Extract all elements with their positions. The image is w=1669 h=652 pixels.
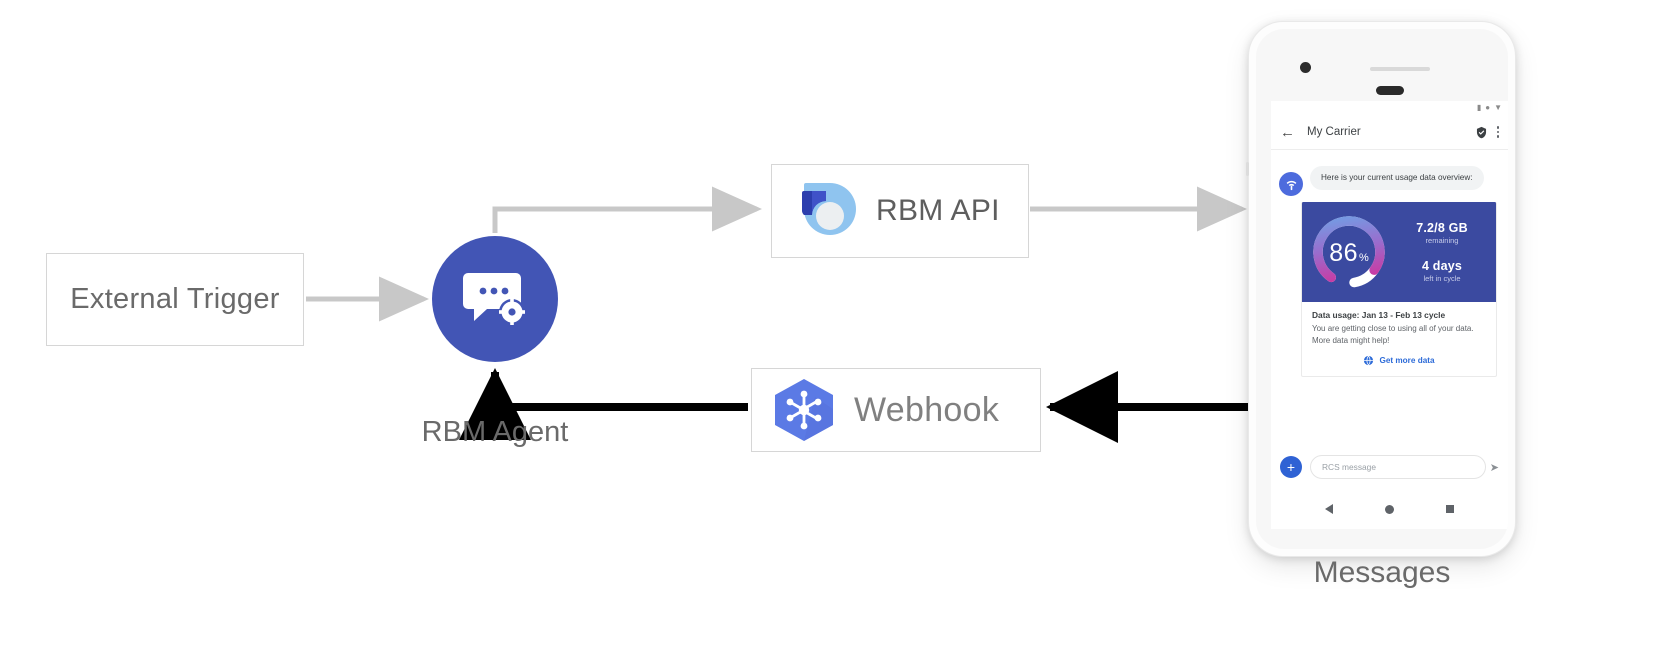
- rich-card-description: You are getting close to using all of yo…: [1312, 324, 1474, 345]
- webhook-node[interactable]: Webhook: [751, 368, 1041, 452]
- data-remaining-value: 7.2/8 GB: [1416, 221, 1468, 235]
- back-nav-icon[interactable]: [1325, 504, 1333, 514]
- webhook-label: Webhook: [854, 390, 1000, 429]
- device-bezel: ▮ ● ▼ ← My Carrier: [1256, 29, 1508, 549]
- chat-gear-icon: [463, 273, 525, 325]
- rcs-message-input[interactable]: RCS message: [1310, 455, 1486, 479]
- verified-shield-icon: [1476, 126, 1486, 138]
- device-side-button[interactable]: [1246, 162, 1249, 176]
- rich-card[interactable]: 86 % 7.2/8 GB remaining 4 days left in c…: [1301, 202, 1497, 377]
- rbm-api-logo-icon: [800, 183, 856, 235]
- recents-nav-icon[interactable]: [1446, 505, 1454, 513]
- battery-icon: ▼: [1494, 103, 1502, 112]
- device-caption: Messages: [1313, 556, 1451, 589]
- gauge-percent-readout: 86 %: [1306, 209, 1392, 295]
- speaker-slot: [1376, 86, 1404, 95]
- rbm-api-node[interactable]: RBM API: [771, 164, 1029, 258]
- arrow-webhook-to-agent: [459, 368, 748, 440]
- rbm-agent-label: RBM Agent: [421, 416, 569, 448]
- globe-icon: [1364, 355, 1374, 366]
- gauge-percent-symbol: %: [1359, 252, 1369, 264]
- front-camera-icon: [1300, 62, 1311, 73]
- external-trigger-node[interactable]: External Trigger: [46, 253, 304, 346]
- hero-stats: 7.2/8 GB remaining 4 days left in cycle: [1392, 221, 1496, 283]
- overflow-menu-icon[interactable]: [1496, 126, 1499, 138]
- days-left-value: 4 days: [1421, 259, 1463, 273]
- conversation-title: My Carrier: [1307, 126, 1361, 138]
- device-mockup: ▮ ● ▼ ← My Carrier: [1246, 22, 1515, 556]
- back-arrow-icon[interactable]: ←: [1280, 123, 1295, 141]
- incoming-message-row: Here is your current usage data overview…: [1271, 166, 1508, 196]
- home-nav-icon[interactable]: [1385, 504, 1394, 514]
- gauge-ring-icon: [1313, 216, 1385, 288]
- antenna-icon: [1286, 180, 1296, 190]
- rcs-message-placeholder: RCS message: [1322, 462, 1376, 472]
- message-thread: Here is your current usage data overview…: [1271, 150, 1508, 496]
- rich-card-body: Data usage: Jan 13 - Feb 13 cycle You ar…: [1302, 302, 1496, 376]
- days-left-caption: left in cycle: [1423, 274, 1461, 283]
- wifi-icon: ●: [1485, 103, 1491, 112]
- signal-icon: ▮: [1476, 103, 1482, 112]
- rich-card-hero: 86 % 7.2/8 GB remaining 4 days left in c…: [1302, 202, 1496, 302]
- carrier-bot-icon: [1279, 172, 1303, 196]
- usage-gauge: 86 %: [1306, 209, 1392, 295]
- external-trigger-label: External Trigger: [70, 283, 280, 315]
- get-more-data-label: Get more data: [1379, 356, 1435, 365]
- send-icon[interactable]: ➤: [1489, 461, 1499, 474]
- app-bar: ← My Carrier: [1271, 115, 1508, 150]
- earpiece-grille: [1370, 67, 1430, 71]
- data-remaining-caption: remaining: [1425, 236, 1459, 245]
- incoming-message-bubble: Here is your current usage data overview…: [1310, 166, 1484, 190]
- gauge-percent-value: 86: [1329, 239, 1359, 267]
- device-screen: ▮ ● ▼ ← My Carrier: [1271, 101, 1508, 529]
- cloud-functions-hexagon-icon: [775, 379, 833, 441]
- android-nav-bar: [1271, 489, 1508, 529]
- rbm-api-label: RBM API: [876, 194, 1000, 227]
- plus-icon[interactable]: +: [1280, 456, 1302, 478]
- rbm-agent-node[interactable]: [432, 236, 558, 362]
- get-more-data-button[interactable]: Get more data: [1312, 355, 1486, 370]
- message-composer: + RCS message ➤: [1271, 445, 1508, 489]
- rich-card-title: Data usage: Jan 13 - Feb 13 cycle: [1312, 310, 1446, 320]
- status-bar: ▮ ● ▼: [1271, 101, 1508, 115]
- arrow-agent-to-api: [492, 186, 762, 233]
